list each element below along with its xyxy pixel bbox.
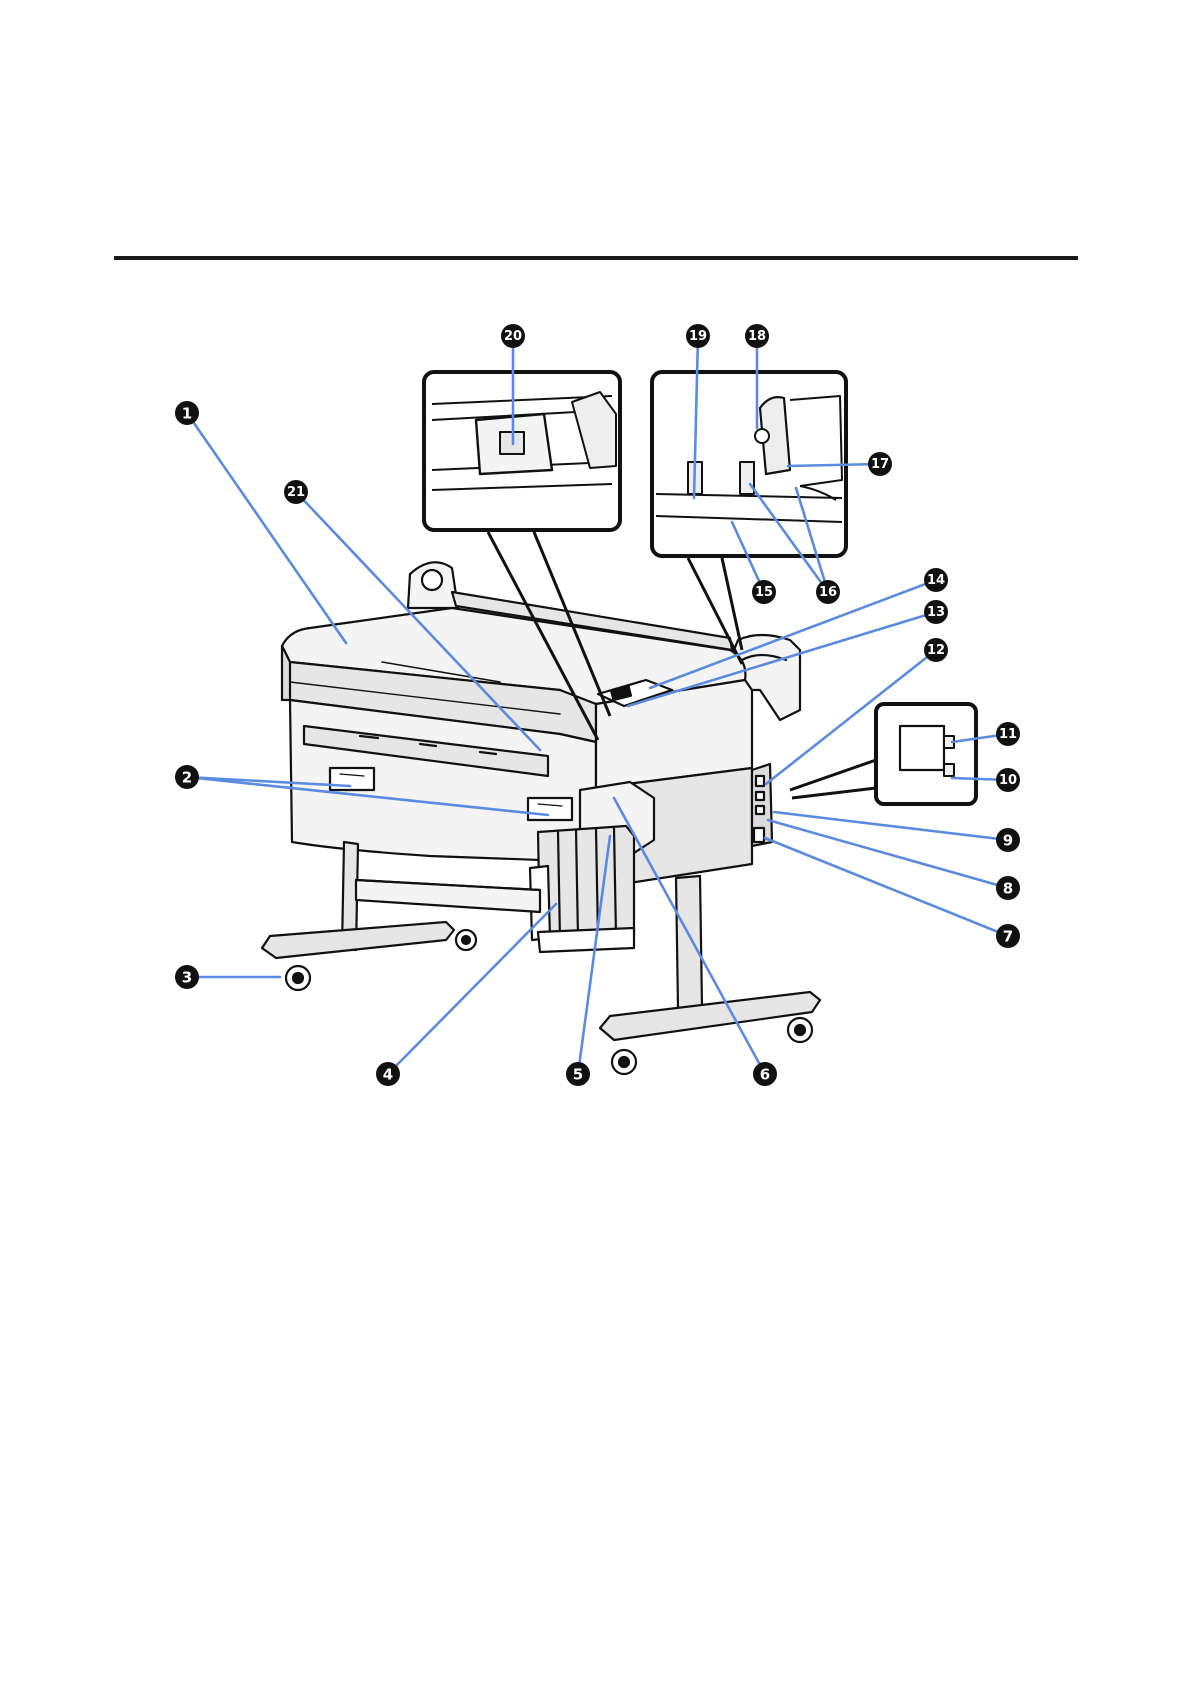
callout-7-label: 7 bbox=[1003, 928, 1013, 946]
callout-4: 4 bbox=[376, 1062, 400, 1086]
stand-right-foot bbox=[600, 992, 820, 1040]
callout-11-label: 11 bbox=[999, 727, 1017, 742]
callout-9-label: 9 bbox=[1003, 832, 1013, 850]
callout-21: 21 bbox=[284, 480, 308, 504]
callout-2-label: 2 bbox=[182, 769, 192, 787]
callout-3-label: 3 bbox=[182, 969, 192, 987]
callout-16-label: 16 bbox=[819, 585, 837, 600]
callout-12-label: 12 bbox=[927, 643, 945, 658]
callout-13-label: 13 bbox=[927, 605, 945, 620]
printer-illustration bbox=[262, 562, 820, 1074]
callout-6: 6 bbox=[753, 1062, 777, 1086]
callout-15-label: 15 bbox=[755, 585, 773, 600]
callout-20-label: 20 bbox=[504, 329, 522, 344]
label-plate-right bbox=[528, 798, 572, 820]
header-rule bbox=[114, 256, 1078, 260]
callout-12: 12 bbox=[924, 638, 948, 662]
callout-3: 3 bbox=[175, 965, 199, 989]
ink-tanks bbox=[538, 826, 634, 940]
callout-14: 14 bbox=[924, 568, 948, 592]
callout-8-label: 8 bbox=[1003, 880, 1013, 898]
callout-13: 13 bbox=[924, 600, 948, 624]
callout-1-label: 1 bbox=[182, 405, 192, 423]
callout-4-label: 4 bbox=[383, 1066, 393, 1084]
label-plate-left bbox=[330, 768, 374, 790]
callout-10-label: 10 bbox=[999, 773, 1017, 788]
callout-18-label: 18 bbox=[748, 329, 766, 344]
leader-line-9 bbox=[774, 812, 1008, 840]
callout-6-label: 6 bbox=[760, 1066, 770, 1084]
leader-line-1 bbox=[187, 413, 346, 643]
callout-10: 10 bbox=[996, 768, 1020, 792]
callout-19: 19 bbox=[686, 324, 710, 348]
callout-16: 16 bbox=[816, 580, 840, 604]
callout-11: 11 bbox=[996, 722, 1020, 746]
callout-15: 15 bbox=[752, 580, 776, 604]
stand-left-foot bbox=[262, 922, 454, 958]
callout-2: 2 bbox=[175, 765, 199, 789]
callout-21-label: 21 bbox=[287, 485, 305, 500]
callout-17-label: 17 bbox=[871, 457, 889, 472]
callout-1: 1 bbox=[175, 401, 199, 425]
stand-right-leg bbox=[676, 876, 702, 1008]
callout-20: 20 bbox=[501, 324, 525, 348]
callout-9: 9 bbox=[996, 828, 1020, 852]
callout-7: 7 bbox=[996, 924, 1020, 948]
callout-18: 18 bbox=[745, 324, 769, 348]
callout-19-label: 19 bbox=[689, 329, 707, 344]
callout-5-label: 5 bbox=[573, 1066, 583, 1084]
callout-5: 5 bbox=[566, 1062, 590, 1086]
inset-frame-ports bbox=[876, 704, 976, 804]
callout-14-label: 14 bbox=[927, 573, 945, 588]
callout-8: 8 bbox=[996, 876, 1020, 900]
callout-17: 17 bbox=[868, 452, 892, 476]
